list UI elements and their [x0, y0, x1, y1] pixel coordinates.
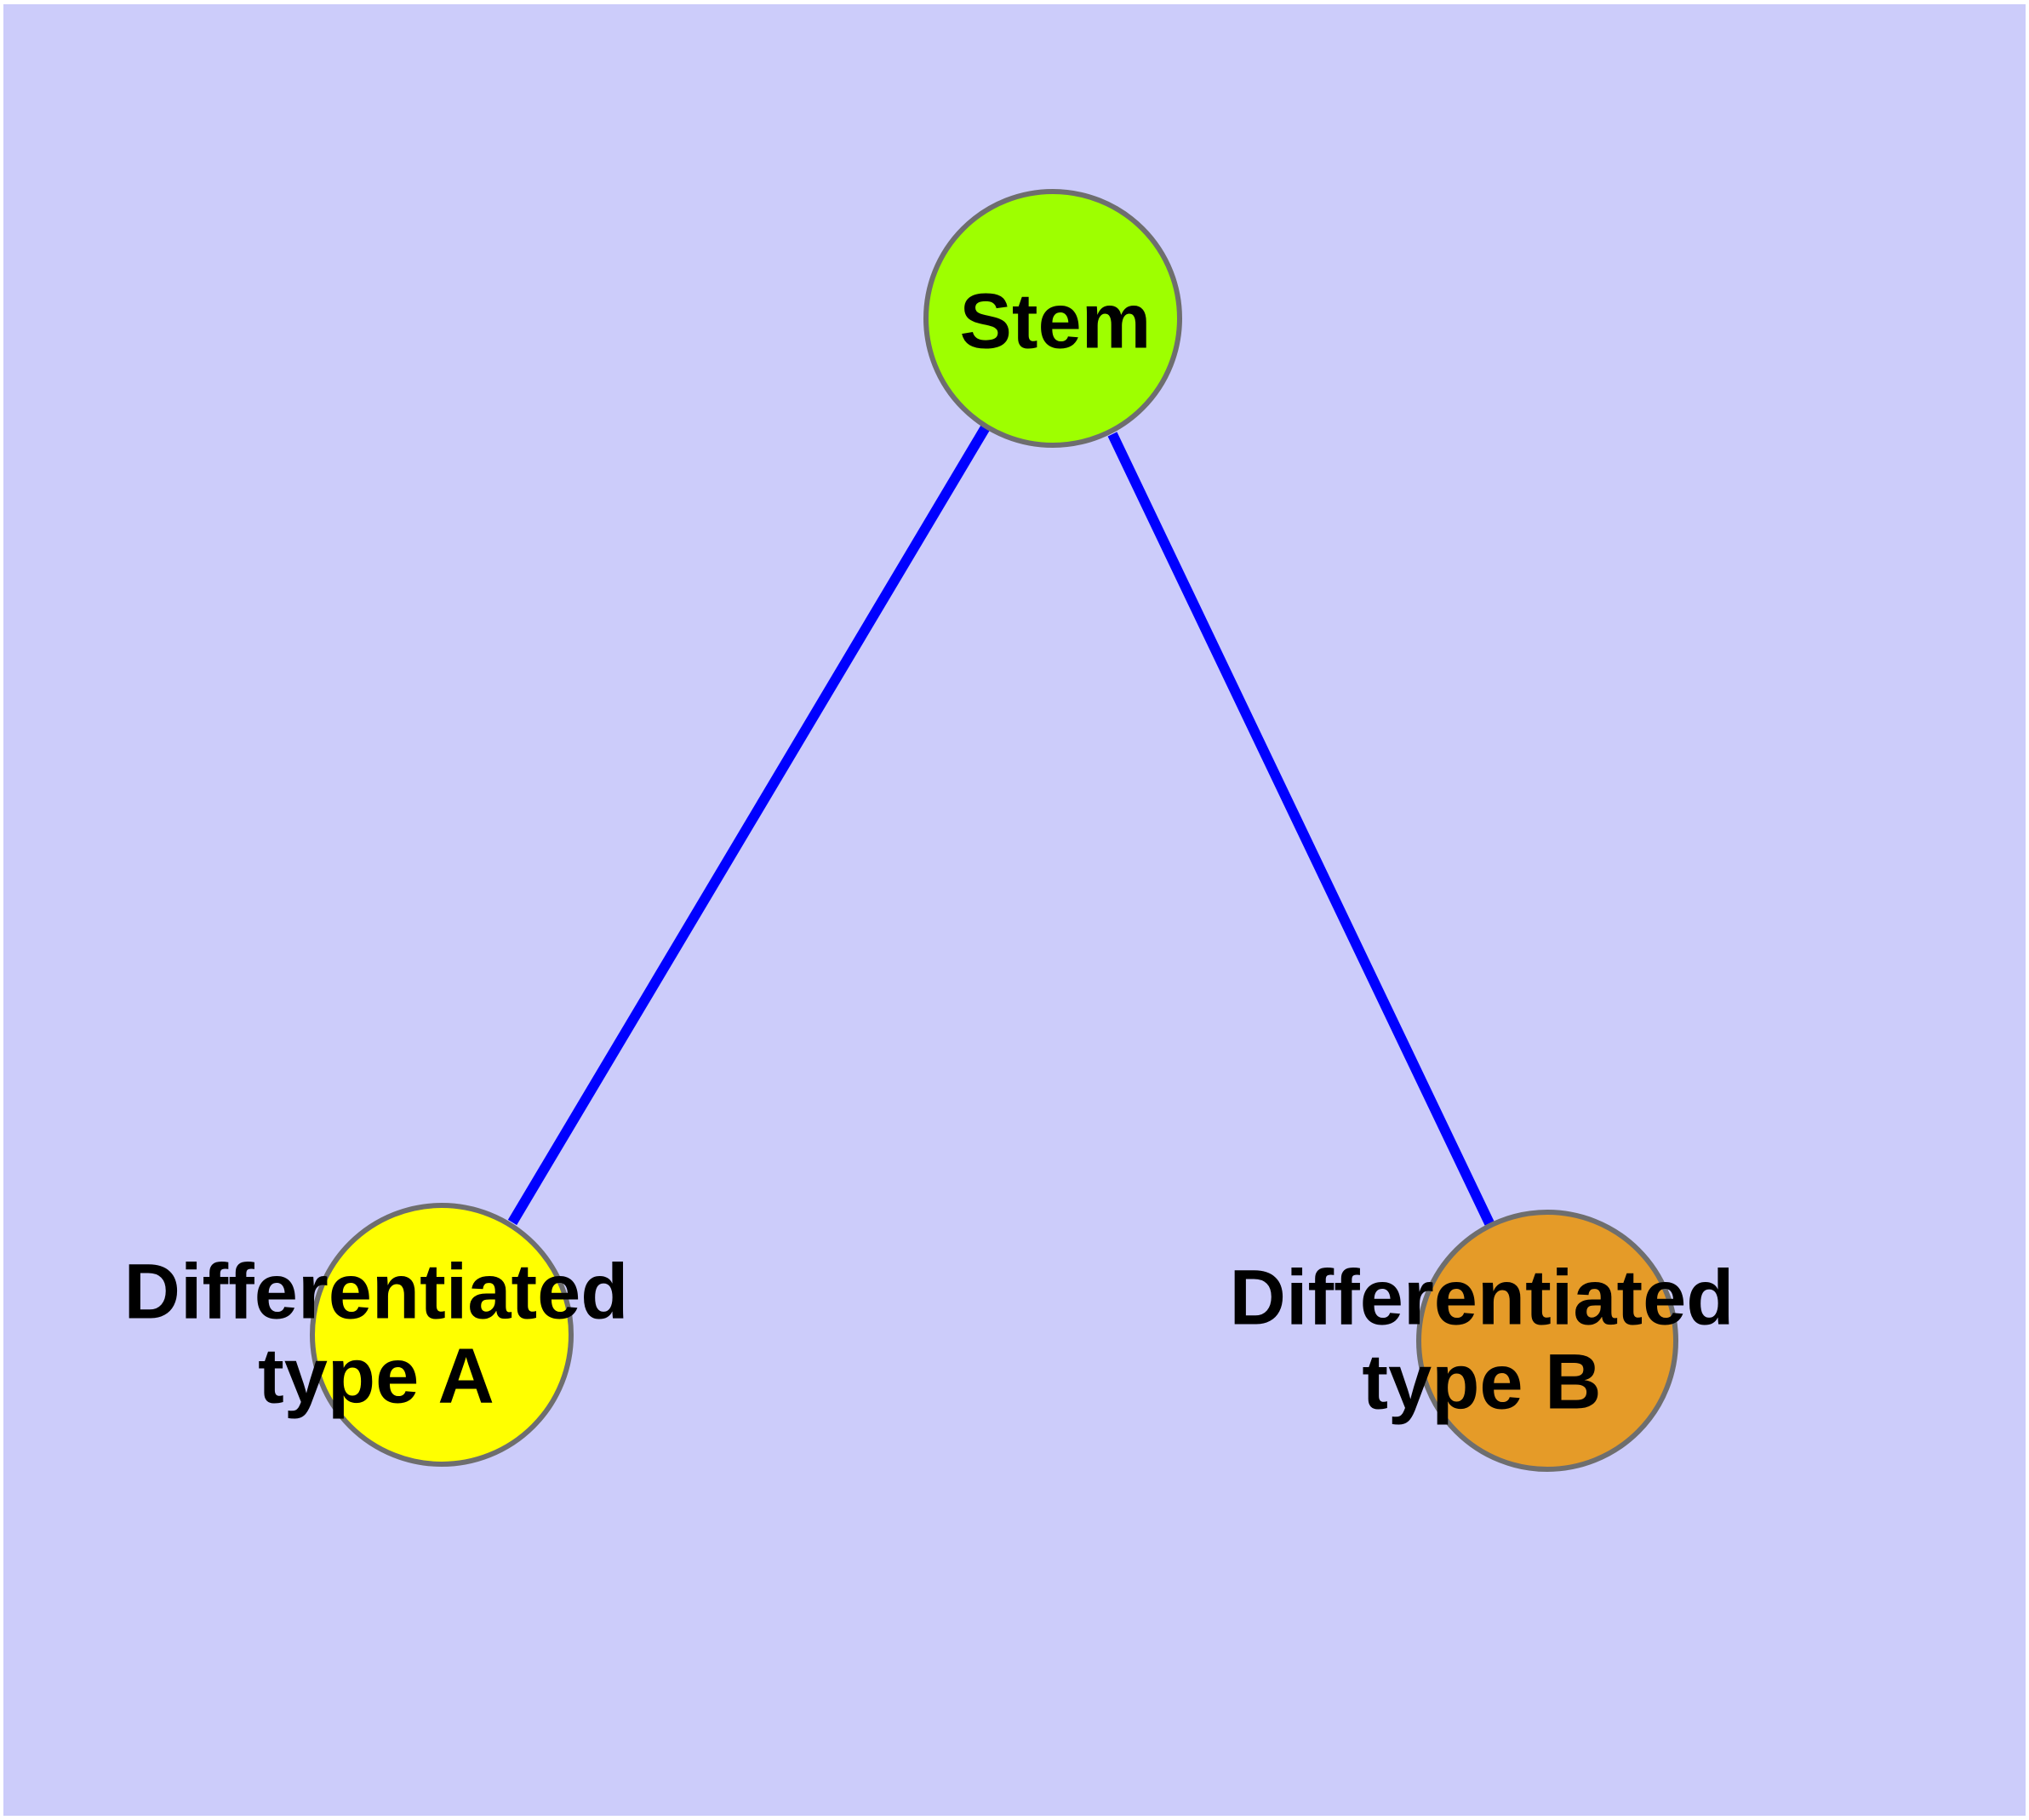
edge-stem-to-differentiated-type-b[interactable] [1107, 432, 1495, 1226]
node-circle-differentiated-type-b[interactable] [1416, 1210, 1678, 1472]
edge-stem-to-differentiated-type-a[interactable] [507, 424, 991, 1226]
node-circle-stem[interactable] [923, 189, 1182, 448]
node-layer [310, 189, 1678, 1472]
edge-layer [507, 424, 1495, 1226]
node-circle-differentiated-type-a[interactable] [310, 1203, 574, 1467]
